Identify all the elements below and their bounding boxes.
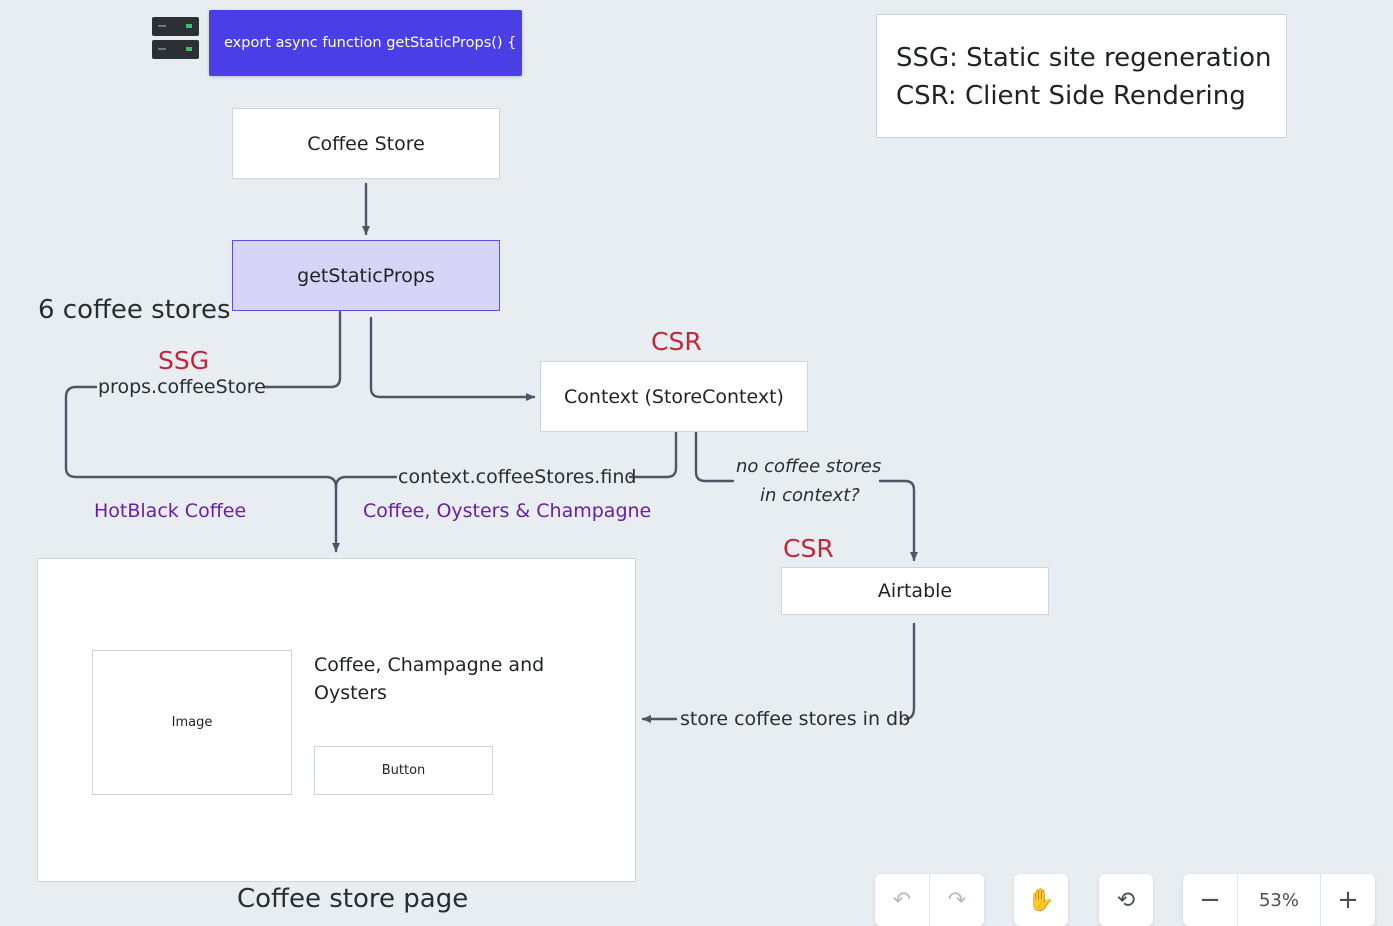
image-placeholder-label: Image bbox=[171, 715, 213, 730]
undo-redo-group: ↶ ↷ bbox=[875, 874, 984, 926]
coffee-store-page-frame[interactable]: Image Coffee, Champagne and Oysters Butt… bbox=[37, 558, 636, 882]
coffee-store-page-caption: Coffee store page bbox=[237, 884, 469, 914]
store-title: Coffee, Champagne and Oysters bbox=[314, 651, 544, 707]
server-icon bbox=[152, 17, 199, 60]
csr-tag-airtable: CSR bbox=[783, 534, 834, 563]
node-airtable[interactable]: Airtable bbox=[781, 567, 1049, 615]
node-get-static-props[interactable]: getStaticProps bbox=[232, 240, 500, 311]
line-airtable-db bbox=[903, 622, 916, 721]
zoom-level[interactable]: 53% bbox=[1237, 874, 1321, 926]
toolbar-divider bbox=[929, 874, 930, 926]
no-stores-label-1: no coffee stores bbox=[736, 456, 882, 477]
hand-tool-group: ✋ bbox=[1014, 874, 1068, 926]
hand-icon[interactable]: ✋ bbox=[1027, 887, 1055, 913]
node-context-label: Context (StoreContext) bbox=[564, 385, 784, 408]
line-props-to-ssg bbox=[262, 310, 342, 389]
legend-box[interactable]: SSG: Static site regeneration CSR: Clien… bbox=[876, 14, 1287, 138]
line-find-to-page bbox=[334, 475, 398, 489]
store-title-line1: Coffee, Champagne and bbox=[314, 654, 545, 676]
line-ssg-to-page bbox=[64, 385, 340, 553]
node-coffee-store[interactable]: Coffee Store bbox=[232, 108, 500, 179]
arrow-to-airtable bbox=[878, 479, 918, 562]
code-badge-text: export async function getStaticProps() { bbox=[224, 35, 517, 51]
node-coffee-store-label: Coffee Store bbox=[307, 132, 425, 155]
context-find-label: context.coffeeStores.find bbox=[398, 466, 637, 488]
arrow-props-to-context bbox=[369, 316, 536, 401]
coffee-oysters-label: Coffee, Oysters & Champagne bbox=[363, 500, 652, 522]
store-title-line2: Oysters bbox=[314, 682, 387, 704]
page-button-label: Button bbox=[381, 763, 426, 778]
zoom-controls: − 53% + bbox=[1183, 874, 1375, 926]
line-context-find bbox=[628, 430, 678, 479]
legend-csr: CSR: Client Side Rendering bbox=[896, 81, 1246, 111]
ssg-tag: SSG bbox=[158, 346, 210, 375]
six-coffee-stores-label: 6 coffee stores bbox=[38, 295, 231, 325]
redo-icon[interactable]: ↷ bbox=[947, 887, 967, 913]
legend-ssg: SSG: Static site regeneration bbox=[896, 43, 1272, 73]
node-airtable-label: Airtable bbox=[877, 580, 953, 602]
zoom-in-button[interactable]: + bbox=[1337, 885, 1359, 915]
history-group: ⟲ bbox=[1099, 874, 1153, 926]
no-stores-label-2: in context? bbox=[760, 485, 860, 506]
image-placeholder: Image bbox=[92, 650, 292, 795]
hotblack-coffee-label: HotBlack Coffee bbox=[94, 500, 247, 522]
store-in-db-label: store coffee stores in db bbox=[680, 708, 911, 730]
zoom-out-button[interactable]: − bbox=[1199, 885, 1221, 915]
node-get-static-props-label: getStaticProps bbox=[297, 264, 435, 287]
get-static-props-code-badge[interactable]: export async function getStaticProps() { bbox=[209, 10, 522, 76]
props-coffee-store-label: props.coffeeStore bbox=[98, 376, 266, 398]
undo-icon[interactable]: ↶ bbox=[892, 887, 912, 913]
csr-tag-context: CSR bbox=[651, 327, 702, 356]
history-icon[interactable]: ⟲ bbox=[1116, 887, 1136, 913]
line-context-no-stores bbox=[694, 430, 735, 483]
page-button[interactable]: Button bbox=[314, 746, 493, 795]
node-context[interactable]: Context (StoreContext) bbox=[540, 361, 808, 432]
